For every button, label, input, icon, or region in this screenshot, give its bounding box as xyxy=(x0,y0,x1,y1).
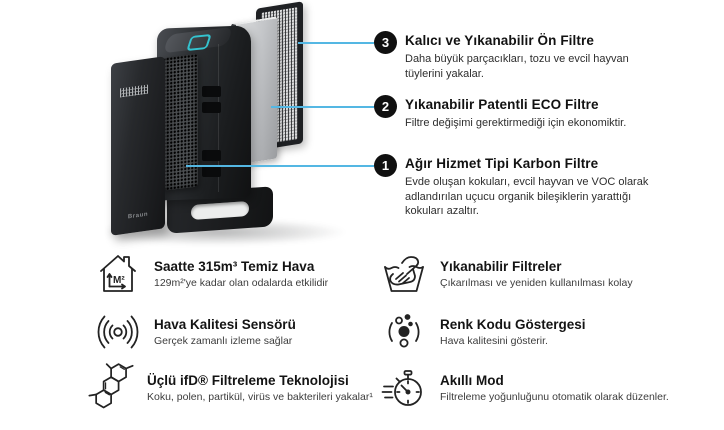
callout-description: Evde oluşan kokuları, evcil hayvan ve VO… xyxy=(405,176,649,218)
callout-carbon-filter: Ağır Hizmet Tipi Karbon Filtre Evde oluş… xyxy=(405,156,705,219)
body-slot xyxy=(202,102,221,113)
feature-description: Filtreleme yoğunluğunu otomatik olarak d… xyxy=(440,391,669,403)
callout-number-badge-1: 1 xyxy=(374,154,397,177)
feature-text: Renk Kodu Göstergesi Hava kalitesini gös… xyxy=(440,317,586,347)
feature-title: Hava Kalitesi Sensörü xyxy=(154,317,296,332)
sensor-waves-icon xyxy=(92,306,144,358)
svg-text:M²: M² xyxy=(113,275,125,286)
house-area-icon: M² xyxy=(92,248,144,300)
feature-clean-air: M² Saatte 315m³ Temiz Hava 129m²'ye kada… xyxy=(92,248,328,300)
feature-air-quality-sensor: Hava Kalitesi Sensörü Gerçek zamanlı izl… xyxy=(92,306,296,358)
feature-title: Yıkanabilir Filtreler xyxy=(440,259,562,274)
color-dots-icon xyxy=(378,306,430,358)
feature-text: Hava Kalitesi Sensörü Gerçek zamanlı izl… xyxy=(154,317,296,347)
molecule-icon xyxy=(85,362,137,414)
feature-title: Üçlü ifD® Filtreleme Teknolojisi xyxy=(147,373,349,388)
brand-wordmark: Braun xyxy=(127,211,149,221)
hand-wash-icon xyxy=(378,248,430,300)
feature-text: Üçlü ifD® Filtreleme Teknolojisi Koku, p… xyxy=(147,373,373,403)
body-seam xyxy=(218,44,219,192)
callout-pre-filter: Kalıcı ve Yıkanabilir Ön Filtre Daha büy… xyxy=(405,33,705,81)
feature-title: Akıllı Mod xyxy=(440,373,504,388)
feature-text: Yıkanabilir Filtreler Çıkarılması ve yen… xyxy=(440,259,633,289)
feature-description: 129m²'ye kadar olan odalarda etkilidir xyxy=(154,277,329,289)
front-panel-image: Braun xyxy=(111,56,165,236)
feature-title: Renk Kodu Göstergesi xyxy=(440,317,586,332)
feature-smart-mode: Akıllı Mod Filtreleme yoğunluğunu otomat… xyxy=(378,362,669,414)
feature-description: Koku, polen, partikül, virüs ve bakteril… xyxy=(147,391,373,403)
callout-line-3 xyxy=(298,42,374,44)
callout-eco-filter: Yıkanabilir Patentli ECO Filtre Filtre d… xyxy=(405,97,705,131)
callout-title: Yıkanabilir Patentli ECO Filtre xyxy=(405,97,599,112)
feature-description: Çıkarılması ve yeniden kullanılması kola… xyxy=(440,277,633,289)
feature-color-indicator: Renk Kodu Göstergesi Hava kalitesini gös… xyxy=(378,306,586,358)
callout-description: Filtre değişimi gerektirmediği için ekon… xyxy=(405,117,627,129)
callout-description: Daha büyük parçacıkları, tozu ve evcil h… xyxy=(405,53,629,80)
callout-line-2 xyxy=(271,106,374,108)
callout-number-badge-2: 2 xyxy=(374,95,397,118)
callout-line-1 xyxy=(186,165,374,167)
feature-description: Gerçek zamanlı izleme sağlar xyxy=(154,335,293,347)
callout-number-badge-3: 3 xyxy=(374,31,397,54)
feature-text: Akıllı Mod Filtreleme yoğunluğunu otomat… xyxy=(440,373,669,403)
feature-text: Saatte 315m³ Temiz Hava 129m²'ye kadar o… xyxy=(154,259,328,289)
feature-description: Hava kalitesini gösterir. xyxy=(440,335,548,347)
body-slot xyxy=(202,150,221,161)
feature-title: Saatte 315m³ Temiz Hava xyxy=(154,259,315,274)
stopwatch-icon xyxy=(378,362,430,414)
callout-title: Ağır Hizmet Tipi Karbon Filtre xyxy=(405,156,599,171)
callout-title: Kalıcı ve Yıkanabilir Ön Filtre xyxy=(405,33,594,48)
feature-washable-filters: Yıkanabilir Filtreler Çıkarılması ve yen… xyxy=(378,248,633,300)
brand-logo-plate xyxy=(120,84,148,98)
feature-ifd-filtration: Üçlü ifD® Filtreleme Teknolojisi Koku, p… xyxy=(85,362,373,414)
body-slot xyxy=(202,166,221,177)
body-slot xyxy=(202,86,221,97)
